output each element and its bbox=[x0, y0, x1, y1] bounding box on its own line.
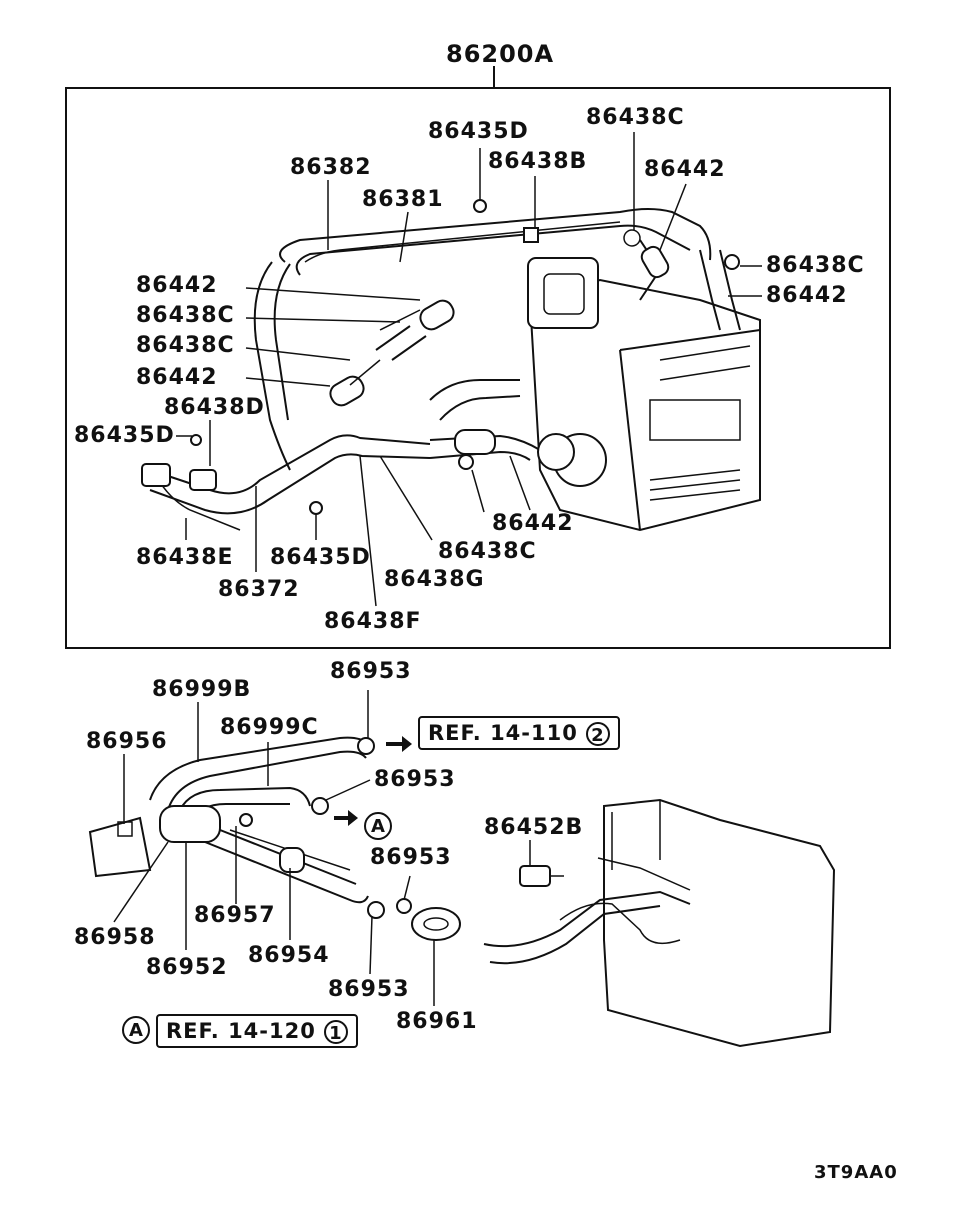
diagram-code: 3T9AA0 bbox=[814, 1162, 898, 1183]
part-label-86438C-l2: 86438C bbox=[136, 333, 235, 358]
part-label-86953-mid: 86953 bbox=[374, 767, 456, 792]
part-label-86438G: 86438G bbox=[384, 567, 485, 592]
part-label-86999B: 86999B bbox=[152, 677, 252, 702]
part-label-86957: 86957 bbox=[194, 903, 276, 928]
part-label-86435D-left: 86435D bbox=[74, 423, 175, 448]
part-label-86438E: 86438E bbox=[136, 545, 234, 570]
part-label-86435D-top: 86435D bbox=[428, 119, 529, 144]
part-label-86952: 86952 bbox=[146, 955, 228, 980]
part-label-86442-l1: 86442 bbox=[136, 273, 218, 298]
part-label-86381: 86381 bbox=[362, 187, 444, 212]
part-label-86438C-top: 86438C bbox=[586, 105, 685, 130]
part-label-86442-right: 86442 bbox=[766, 283, 848, 308]
part-label-86442-l2: 86442 bbox=[136, 365, 218, 390]
reference-marker-a: A bbox=[122, 1016, 150, 1044]
part-label-86372: 86372 bbox=[218, 577, 300, 602]
part-label-86956: 86956 bbox=[86, 729, 168, 754]
reference-1-number: 2 bbox=[585, 722, 610, 746]
hose-86382 bbox=[279, 208, 712, 263]
part-label-86435D-bottom: 86435D bbox=[270, 545, 371, 570]
part-label-86442-mid: 86442 bbox=[492, 511, 574, 536]
part-label-86438C-l1: 86438C bbox=[136, 303, 235, 328]
part-label-86438C-mid: 86438C bbox=[438, 539, 537, 564]
part-label-86382: 86382 bbox=[290, 155, 372, 180]
part-label-86438B: 86438B bbox=[488, 149, 588, 174]
part-label-86953-top: 86953 bbox=[330, 659, 412, 684]
arrow-marker-a: A bbox=[364, 812, 392, 840]
reference-2-text: REF. 14-120 bbox=[166, 1019, 316, 1043]
part-label-86438C-right: 86438C bbox=[766, 253, 865, 278]
reference-2-number: 1 bbox=[323, 1020, 348, 1044]
part-label-86999C: 86999C bbox=[220, 715, 319, 740]
part-label-86953-low: 86953 bbox=[370, 845, 452, 870]
assembly-label: 86200A bbox=[446, 40, 555, 68]
part-label-86958: 86958 bbox=[74, 925, 156, 950]
part-label-86438D: 86438D bbox=[164, 395, 265, 420]
assembly-frame bbox=[65, 87, 891, 649]
reference-box-2[interactable]: REF. 14-120 1 bbox=[156, 1014, 358, 1048]
reference-1-text: REF. 14-110 bbox=[428, 721, 578, 745]
clamp-86952 bbox=[159, 805, 221, 843]
part-label-86961: 86961 bbox=[396, 1009, 478, 1034]
reference-box-1[interactable]: REF. 14-110 2 bbox=[418, 716, 620, 750]
heater-unit bbox=[528, 278, 761, 532]
part-label-86442-top: 86442 bbox=[644, 157, 726, 182]
part-label-86438F: 86438F bbox=[324, 609, 422, 634]
part-label-86954: 86954 bbox=[248, 943, 330, 968]
part-label-86953-bottom: 86953 bbox=[328, 977, 410, 1002]
part-label-86452B: 86452B bbox=[484, 815, 584, 840]
